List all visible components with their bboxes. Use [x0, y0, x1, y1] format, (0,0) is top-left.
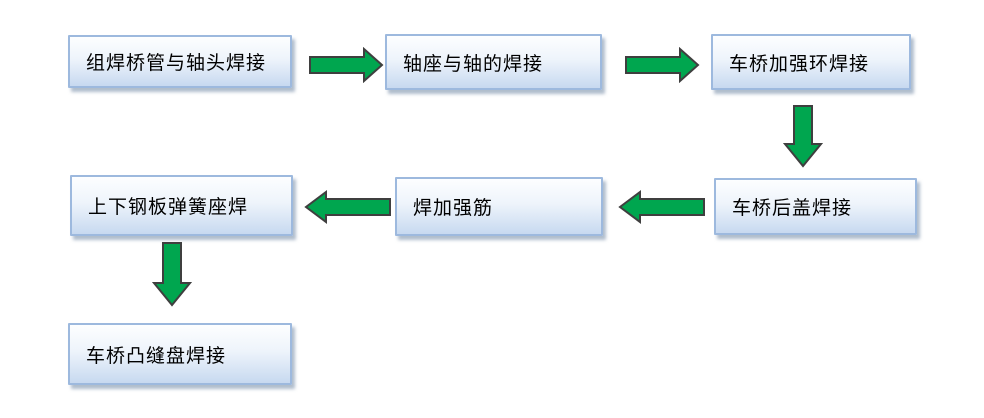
flow-node-weld-bridge-tube-axle-head: 组焊桥管与轴头焊接 — [68, 35, 292, 88]
flow-node-label: 车桥凸缝盘焊接 — [86, 344, 227, 367]
arrow-down-icon — [152, 242, 192, 307]
flow-node-weld-reinforce-rib: 焊加强筋 — [395, 177, 603, 236]
flow-node-spring-seat-weld: 上下钢板弹簧座焊 — [70, 175, 293, 236]
flow-node-label: 组焊桥管与轴头焊接 — [86, 52, 267, 74]
flow-node-axle-seat-weld: 轴座与轴的焊接 — [385, 34, 602, 90]
flow-node-rear-cover-weld: 车桥后盖焊接 — [714, 178, 917, 235]
flow-node-label: 轴座与轴的焊接 — [403, 52, 544, 75]
arrow-right-icon — [625, 47, 700, 83]
flow-node-label: 车桥后盖焊接 — [732, 197, 853, 219]
flow-node-label: 车桥加强环焊接 — [729, 52, 870, 75]
flow-node-label: 焊加强筋 — [413, 197, 494, 219]
flow-node-flange-plate-weld: 车桥凸缝盘焊接 — [68, 323, 292, 385]
arrow-left-icon — [304, 190, 391, 224]
arrow-left-icon — [618, 190, 705, 224]
flow-node-reinforce-ring-weld: 车桥加强环焊接 — [711, 34, 911, 90]
flow-node-label: 上下钢板弹簧座焊 — [88, 196, 249, 218]
arrow-down-icon — [783, 105, 823, 168]
arrow-right-icon — [309, 47, 384, 83]
